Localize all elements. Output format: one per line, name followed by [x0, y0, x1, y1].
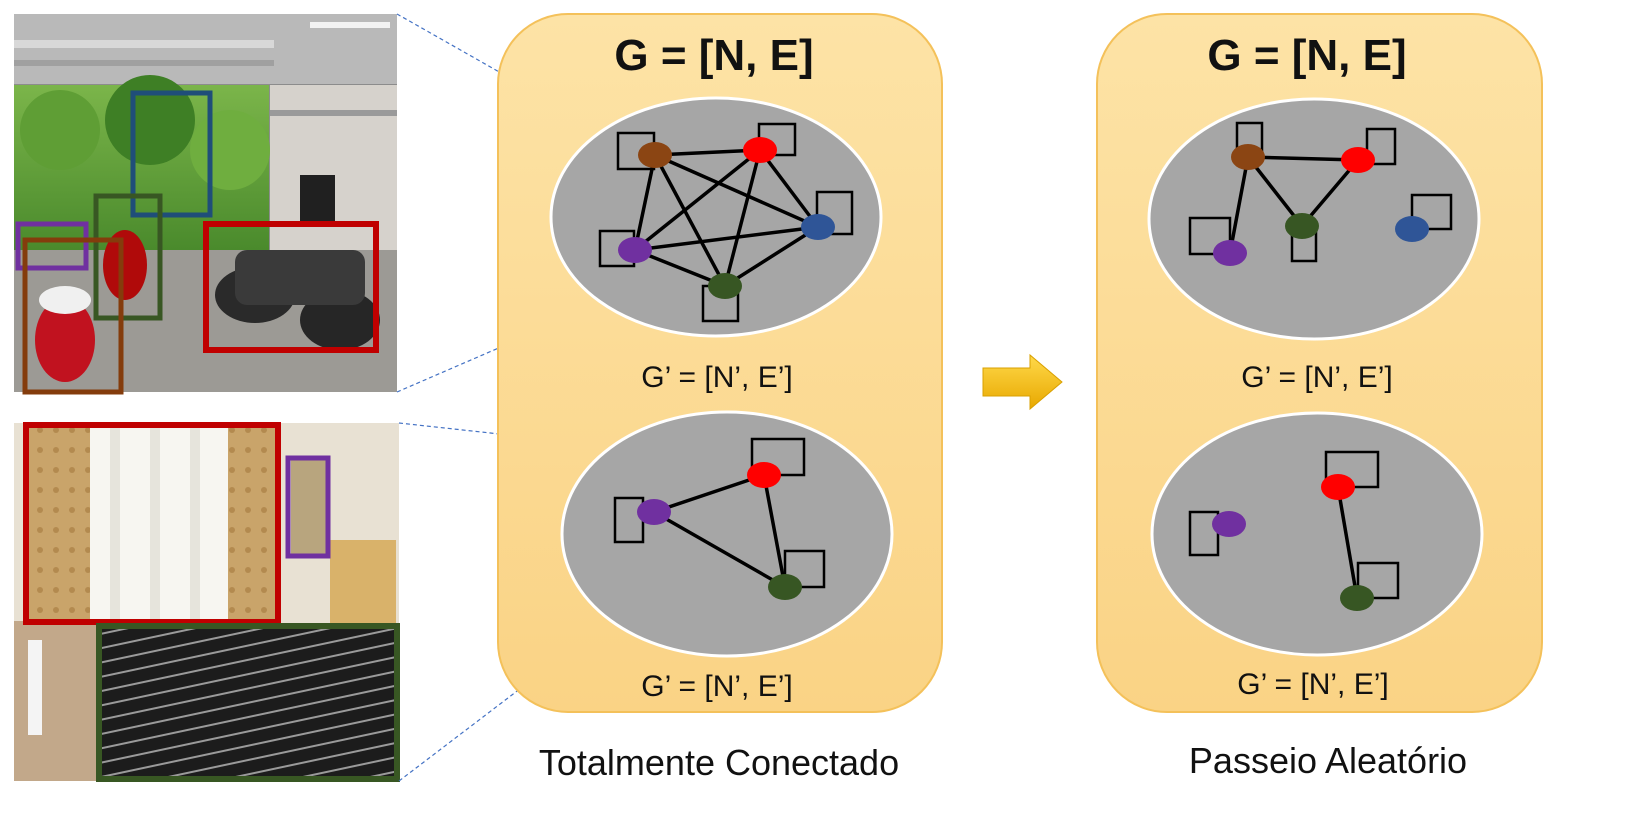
- panel-title: G = [N, E]: [614, 31, 813, 80]
- bbox-red: [203, 221, 379, 353]
- bbox-red: [23, 422, 281, 625]
- node-green: [1340, 585, 1374, 611]
- node-red: [747, 462, 781, 488]
- bbox-purple: [15, 221, 89, 271]
- panel-random-walk: G = [N, E] G’ = [N’, E’]: [1096, 13, 1543, 713]
- subgraph-label: G’ = [N’, E’]: [641, 670, 792, 703]
- panel-title: G = [N, E]: [1207, 31, 1406, 80]
- bbox-purple: [285, 455, 331, 559]
- bbox-brown: [22, 237, 124, 395]
- graph-fully-connected-top: [598, 122, 854, 323]
- node-green: [708, 273, 742, 299]
- node-green: [768, 574, 802, 600]
- node-blue: [801, 214, 835, 240]
- graph-ellipse: [560, 410, 894, 658]
- graph-random-walk-top: [1188, 121, 1453, 266]
- node-purple: [618, 237, 652, 263]
- bbox-blue: [130, 90, 213, 218]
- panel-caption: Totalmente Conectado: [539, 742, 899, 783]
- bedroom-photo: [14, 422, 400, 782]
- node-brown: [638, 142, 672, 168]
- subgraph-label: G’ = [N’, E’]: [1241, 361, 1392, 394]
- bbox-green: [93, 193, 163, 321]
- node-brown: [1231, 144, 1265, 170]
- graph-random-walk-bottom: [1188, 450, 1400, 611]
- right-arrow-icon: [982, 353, 1063, 411]
- subgraph-label: G’ = [N’, E’]: [641, 361, 792, 394]
- panel-fully-connected: G = [N, E]: [497, 13, 943, 713]
- graph-fully-connected-bottom: [613, 437, 826, 600]
- node-green: [1285, 213, 1319, 239]
- node-red: [743, 137, 777, 163]
- subgraph-label: G’ = [N’, E’]: [1237, 668, 1388, 701]
- node-purple: [1212, 511, 1246, 537]
- panel-caption: Passeio Aleatório: [1189, 740, 1467, 781]
- bbox-green: [96, 623, 400, 782]
- node-purple: [1213, 240, 1247, 266]
- node-purple: [637, 499, 671, 525]
- garage-photo: [14, 14, 397, 395]
- node-red: [1321, 474, 1355, 500]
- graph-ellipse: [549, 96, 883, 338]
- node-blue: [1395, 216, 1429, 242]
- graph-ellipse: [1150, 411, 1484, 657]
- node-red: [1341, 147, 1375, 173]
